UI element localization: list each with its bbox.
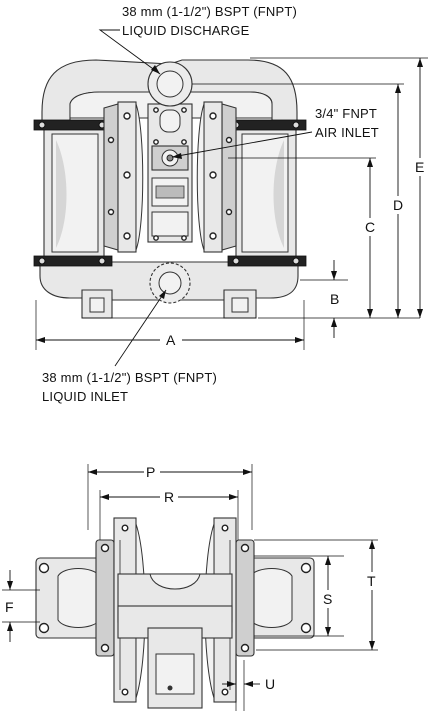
dim-label-u: U (265, 676, 275, 692)
discharge-name-label: LIQUID DISCHARGE (122, 23, 250, 38)
dim-label-e: E (415, 159, 424, 175)
air-inlet-size-label: 3/4" FNPT (315, 106, 377, 121)
dim-label-a: A (166, 332, 176, 348)
dim-label-s: S (323, 591, 332, 607)
dim-label-p: P (146, 464, 155, 480)
air-inlet-name-label: AIR INLET (315, 125, 379, 140)
inlet-size-label: 38 mm (1-1/2") BSPT (FNPT) (42, 370, 217, 385)
front-view (33, 59, 307, 319)
dim-label-d: D (393, 197, 403, 213)
inlet-name-label: LIQUID INLET (42, 389, 128, 404)
dim-label-c: C (365, 219, 375, 235)
discharge-size-label: 38 mm (1-1/2") BSPT (FNPT) (122, 4, 297, 19)
dim-label-f: F (5, 599, 14, 615)
dim-label-t: T (367, 573, 376, 589)
top-view-dimensions: P R S T F (2, 464, 378, 711)
top-view (35, 517, 315, 709)
front-view-dimensions: A B C D E (35, 57, 428, 350)
front-view-callouts: 38 mm (1-1/2") BSPT (FNPT) LIQUID DISCHA… (42, 4, 379, 404)
dim-label-b: B (330, 291, 339, 307)
dim-label-r: R (164, 489, 174, 505)
